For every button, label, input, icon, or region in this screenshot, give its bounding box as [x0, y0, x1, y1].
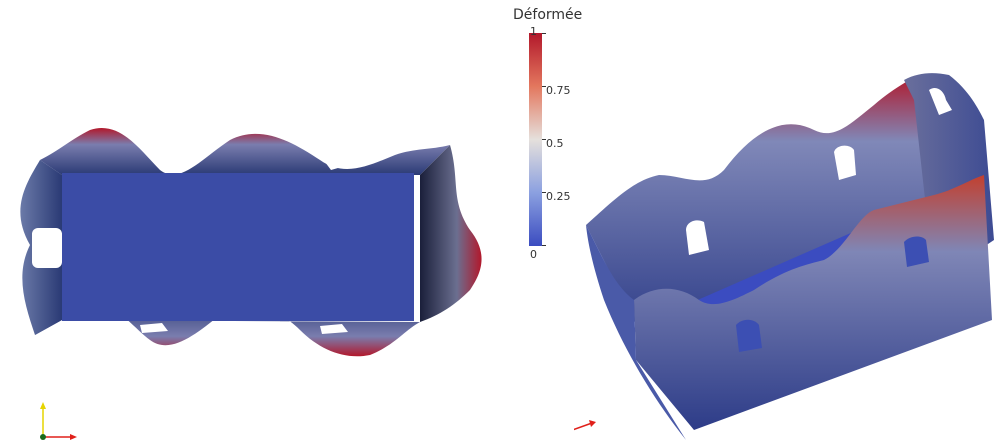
left-3d-view[interactable] [0, 0, 500, 446]
hole-bottom-right [320, 324, 348, 334]
colorbar [529, 33, 542, 246]
tickmark [542, 86, 546, 87]
window [929, 88, 952, 115]
window [834, 145, 856, 180]
axes-triad-right [574, 420, 596, 431]
right-wall-surface [420, 145, 482, 322]
tickmark [542, 139, 546, 140]
axes-triad-left [40, 402, 77, 440]
tick-label: 0.5 [546, 137, 564, 150]
window [736, 319, 762, 352]
hole-top [325, 158, 345, 170]
tick-label: 0.25 [546, 190, 571, 203]
window [904, 236, 929, 267]
colorbar-title: Déformée [513, 7, 583, 23]
tick-label: 0 [530, 248, 537, 261]
right-3d-view[interactable] [574, 0, 994, 446]
bottom-wall-surface [35, 299, 420, 357]
tickmark [542, 245, 546, 246]
top-wall-surface [40, 128, 450, 175]
front-wall-surface [634, 175, 992, 430]
window [686, 220, 709, 255]
tick-label: 1 [530, 25, 537, 38]
hole-bottom-left [140, 323, 168, 333]
tickmark [542, 192, 546, 193]
tickmark [542, 33, 546, 34]
base-plate [62, 173, 414, 321]
tick-label: 0.75 [546, 84, 571, 97]
hole-left [32, 228, 62, 268]
left-flap-surface [586, 225, 686, 440]
